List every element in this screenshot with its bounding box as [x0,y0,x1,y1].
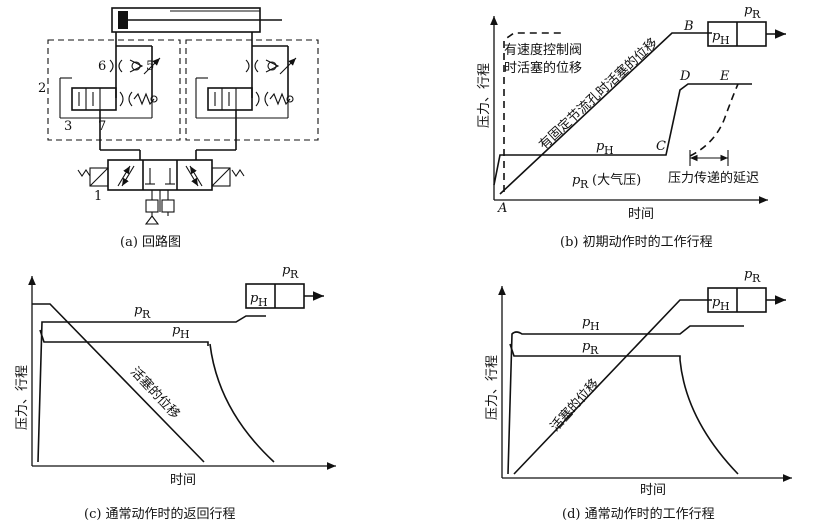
ylabel-d: 压力、行程 [485,355,500,420]
label-1: 1 [94,189,102,204]
curve-pH-c [39,329,209,346]
note-speed-control-2: 时活塞的位移 [504,60,582,76]
svg-text:p: p [582,339,591,354]
curve-piston-displacement-c [32,303,205,463]
point-D: D [679,69,691,84]
caption-c: (c) 通常动作时的返回行程 [84,506,236,522]
svg-text:H: H [258,296,268,309]
curve-pR-delay [689,83,739,157]
curve-pH-d [507,325,744,475]
caption-d: (d) 通常动作时的工作行程 [562,506,715,522]
solenoid-right [211,167,231,187]
label-pH-c: p H [172,323,190,341]
chart-normal-working-stroke: 压力、行程 时间 活塞的位移 p H p R p H p R (d) 通常动作时… [485,267,792,522]
svg-text:H: H [720,300,730,313]
directional-valve [77,159,245,225]
label-pR-c: p R [134,303,151,321]
mini-cylinder-d-pR: p R [744,267,761,285]
note-speed-control: 有速度控制阀 [504,42,582,58]
svg-text:p: p [744,267,753,282]
label-pH-b: p H [596,139,614,157]
mini-cylinder-c-pH: p H [250,291,268,309]
svg-text:H: H [590,320,600,333]
svg-text:p: p [596,139,605,154]
svg-text:R: R [590,344,599,357]
note-displacement-c: 活塞的位移 [127,364,183,422]
valve-body-left [71,87,117,111]
svg-text:H: H [720,34,730,47]
mini-cylinder-d-pH: p H [712,295,730,313]
valve-body-right [207,87,253,111]
chart-initial-working-stroke: 压力、行程 时间 有速度控制阀 时活塞的位移 有固定节流孔时活塞的位移 压力传递… [477,3,786,250]
svg-text:p: p [712,29,721,44]
svg-text:p: p [712,295,721,310]
svg-text:p: p [172,323,181,338]
cylinder-piston [118,11,128,29]
svg-text:p: p [282,263,291,278]
svg-text:R: R [752,272,761,285]
speed-control-valve-right [195,45,297,150]
label-pR-d: p R [582,339,599,357]
label-7: 7 [98,119,106,134]
svg-text:R: R [290,268,299,281]
note-delay: 压力传递的延迟 [668,170,759,186]
label-3: 3 [64,119,72,134]
svg-text:R: R [142,308,151,321]
note-displacement-d: 活塞的位移 [547,376,602,435]
point-E: E [719,69,730,84]
svg-text:p: p [134,303,143,318]
label-5: 5 [146,59,154,74]
label-6: 6 [98,59,106,74]
point-B: B [683,19,694,34]
label-2: 2 [38,81,46,96]
svg-text:R: R [752,8,761,21]
svg-text:R: R [580,178,589,191]
caption-a: (a) 回路图 [120,234,181,250]
xlabel-b: 时间 [628,207,654,222]
mini-cylinder-b-pH: p H [712,29,730,47]
caption-b: (b) 初期动作时的工作行程 [560,234,713,250]
curve-fixed-throttle-displacement [499,32,712,195]
valve-group-left-outline [47,39,181,141]
solenoid-left [89,167,109,187]
speed-control-valve-left [59,45,161,150]
circuit-diagram: 2 3 6 5 7 1 (a) 回路图 [38,7,319,250]
svg-text:H: H [180,328,190,341]
chart-normal-return-stroke: 压力、行程 时间 活塞的位移 p R p H p H p R (c) 通常动作时… [15,263,336,522]
svg-text:H: H [604,144,614,157]
xlabel-c: 时间 [170,473,196,488]
label-pR-b: p R (大气压) [572,172,641,191]
point-A: A [497,201,507,216]
curve-pR-d [509,343,739,475]
curve-piston-displacement-d [513,299,712,475]
mini-cylinder-b-pR: p R [744,3,761,21]
ylabel-c: 压力、行程 [15,365,30,430]
svg-text:p: p [572,173,581,188]
svg-text:p: p [744,3,753,18]
svg-text:p: p [250,291,259,306]
label-pH-d: p H [582,315,600,333]
ylabel-b: 压力、行程 [477,63,492,128]
point-C: C [656,139,666,154]
curve-pH [493,83,752,186]
svg-text:(大气压): (大气压) [592,172,641,188]
svg-text:p: p [582,315,591,330]
xlabel-d: 时间 [640,483,666,498]
mini-cylinder-c-pR: p R [282,263,299,281]
curve-speed-control-displacement [503,32,562,192]
curve-pR-c [37,315,266,463]
